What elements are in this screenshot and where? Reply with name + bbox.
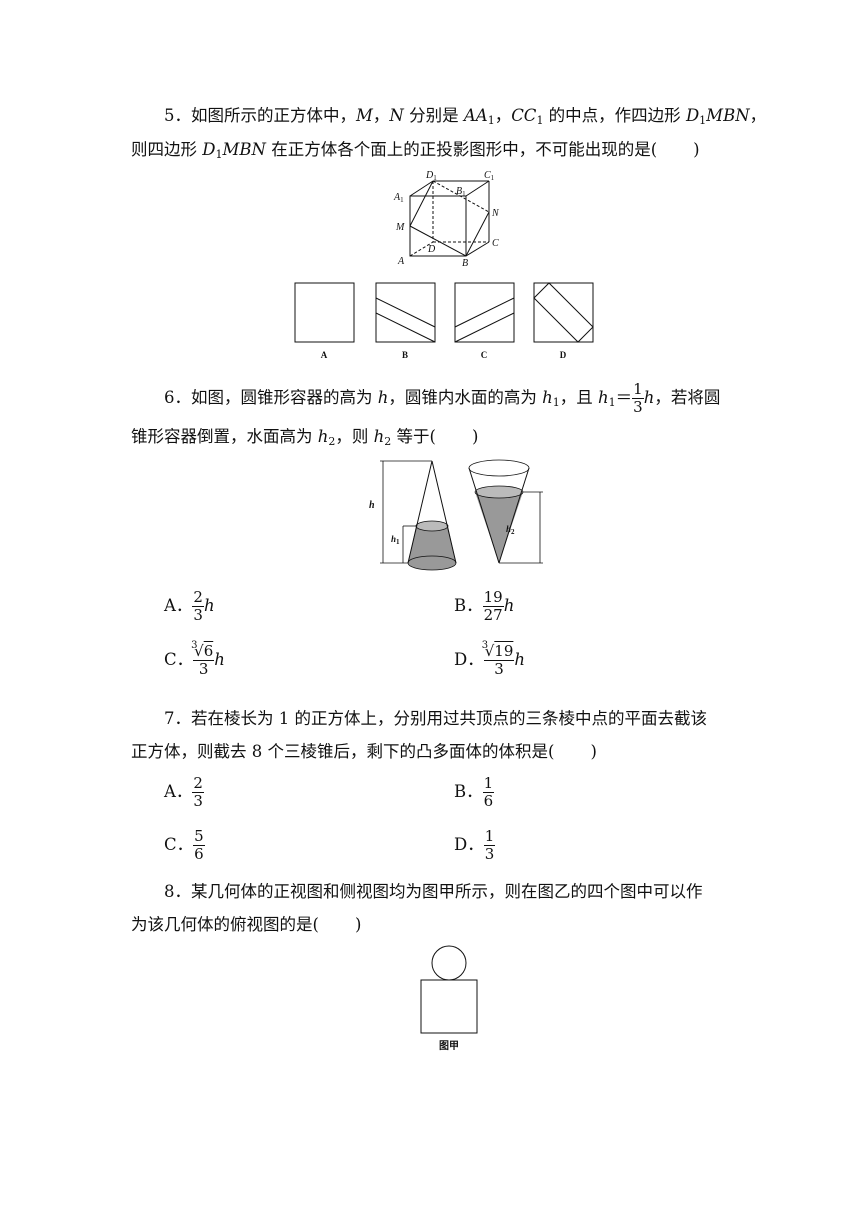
cone-figure: h h1 h2 bbox=[369, 459, 543, 571]
svg-text:h: h bbox=[369, 500, 375, 511]
svg-text:h2: h2 bbox=[506, 524, 515, 536]
label-a: A bbox=[397, 256, 405, 267]
svg-text:B: B bbox=[402, 350, 408, 360]
option-b-square bbox=[375, 282, 436, 343]
label-b: B bbox=[462, 258, 468, 269]
svg-text:A: A bbox=[321, 350, 328, 360]
label-c1: C1 bbox=[484, 170, 495, 182]
q7-line-2: 正方体，则截去 8 个三棱锥后，剩下的凸多面体的体积是() bbox=[131, 742, 597, 761]
q5-line-2: 则四边形 D1MBN 在正方体各个面上的正投影图形中，不可能出现的是() bbox=[131, 140, 700, 161]
label-b1: B1 bbox=[456, 186, 466, 198]
svg-text:D: D bbox=[560, 350, 567, 360]
option-d-square bbox=[533, 282, 594, 343]
q6-line-2: 锥形容器倒置，水面高为 h2，则 h2 等于() bbox=[131, 427, 479, 448]
label-n: N bbox=[491, 208, 500, 219]
q8-line-1: 8．某几何体的正视图和侧视图均为图甲所示，则在图乙的四个图中可以作 bbox=[164, 882, 703, 901]
label-d1: D1 bbox=[425, 170, 437, 182]
projection-options: A B C D bbox=[294, 282, 594, 360]
svg-text:C: C bbox=[481, 350, 488, 360]
label-a1: A1 bbox=[393, 192, 404, 204]
svg-text:h1: h1 bbox=[391, 534, 400, 546]
label-c: C bbox=[492, 238, 499, 249]
label-m: M bbox=[395, 222, 405, 233]
option-c-square bbox=[454, 282, 515, 343]
option-a-square bbox=[294, 282, 355, 343]
q8-line-2: 为该几何体的俯视图的是() bbox=[131, 915, 362, 934]
q5-line-1: 5．如图所示的正方体中，M，N 分别是 AA1，CC1 的中点，作四边形 D1M… bbox=[164, 106, 767, 127]
figure-jia: 图甲 bbox=[420, 945, 478, 1052]
label-d: D bbox=[427, 244, 436, 255]
cube-figure: D1 B1 C1 A1 N M D C A B bbox=[393, 170, 500, 269]
q7-line-1: 7．若在棱长为 1 的正方体上，分别用过共顶点的三条棱中点的平面去截该 bbox=[164, 709, 707, 728]
figure-jia-caption: 图甲 bbox=[439, 1040, 459, 1052]
